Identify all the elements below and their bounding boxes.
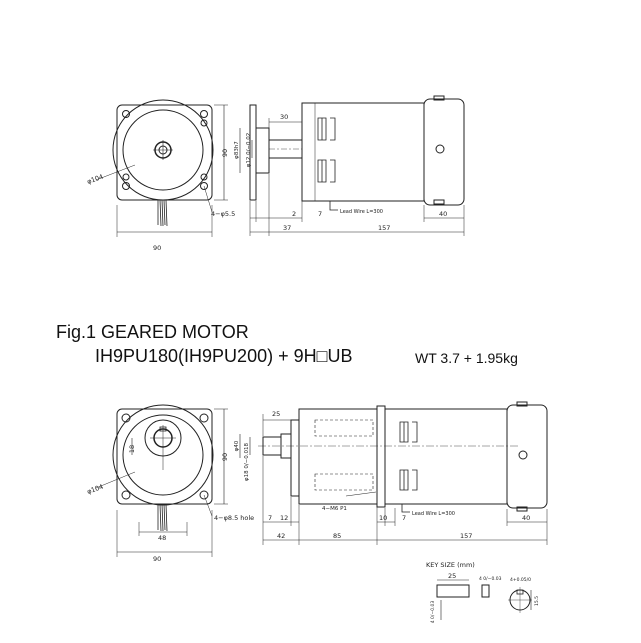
key-size-detail <box>436 579 532 620</box>
bottom-lead-wires <box>157 503 168 532</box>
top-front-height: 90 <box>221 149 229 157</box>
top-dim-157: 157 <box>378 224 390 232</box>
top-shaft-length: 30 <box>280 113 288 121</box>
key-depth: 15.5 <box>534 596 540 606</box>
bottom-hole-bl <box>121 490 131 500</box>
top-front-width: 90 <box>153 244 161 252</box>
key-size-title: KEY SIZE (mm) <box>426 561 475 569</box>
top-lead-wire: Lead Wire L=300 <box>340 209 383 215</box>
key-groove: 4+0.05/0 <box>510 577 531 583</box>
bottom-front-view <box>95 404 228 557</box>
top-hole-br <box>200 182 208 190</box>
bottom-shaft-dia: φ40 <box>234 440 240 451</box>
key-width: 4 0/−0.03 <box>479 576 502 582</box>
bottom-tap-holes: 4−M6 P1 <box>322 506 347 512</box>
key-end-view <box>481 584 490 598</box>
bottom-front-holes: 4−φ8.5 hole <box>214 514 254 522</box>
top-pilot-dia: φ83h7 <box>234 141 240 159</box>
top-dim-40: 40 <box>439 210 447 218</box>
bottom-lead-wire: Lead Wire L=300 <box>412 511 455 517</box>
top-hole-tl <box>122 110 130 118</box>
bottom-body-circle <box>122 414 204 496</box>
key-length: 25 <box>448 572 456 580</box>
weight-label: WT 3.7 + 1.95kg <box>415 350 518 366</box>
bottom-dim-10: 10 <box>379 514 387 522</box>
top-lead-wires <box>157 199 168 227</box>
bottom-front-width: 90 <box>153 555 161 563</box>
top-dim-37: 37 <box>283 224 291 232</box>
top-dim-2: 2 <box>292 210 296 218</box>
bottom-dim-42: 42 <box>277 532 285 540</box>
bottom-dim-12: 12 <box>280 514 288 522</box>
top-front-view <box>95 99 228 237</box>
bottom-hole-tl <box>121 413 131 423</box>
top-side-view <box>239 95 465 236</box>
top-dim-7: 7 <box>318 210 322 218</box>
top-flange-circle <box>112 99 214 201</box>
bottom-front-dim-18: 18 <box>128 445 136 453</box>
bottom-shaft-length: 25 <box>272 410 280 418</box>
bottom-flange-square <box>116 408 213 505</box>
model-designation: IH9PU180(IH9PU200) + 9H□UB <box>95 346 353 366</box>
bottom-dim-40: 40 <box>522 514 530 522</box>
bottom-front-height: 90 <box>221 453 229 461</box>
bottom-hole-br <box>199 490 209 500</box>
top-front-holes: 4−φ5.5 <box>211 210 235 218</box>
bottom-dim-157: 157 <box>460 532 472 540</box>
key-side-view <box>436 584 470 598</box>
top-end-screw <box>435 144 445 154</box>
top-pilot <box>255 127 270 174</box>
bottom-dim-85: 85 <box>333 532 341 540</box>
top-end-cap <box>423 98 465 206</box>
top-front-pcd: φ104 <box>86 173 104 186</box>
bottom-end-screw <box>518 450 528 460</box>
top-hole-tr <box>200 110 208 118</box>
bottom-hole-tr <box>199 413 209 423</box>
bottom-flange-circle <box>112 404 214 506</box>
top-body-circle <box>122 109 204 191</box>
bottom-dim-7: 7 <box>268 514 272 522</box>
key-height: 4 0/−0.03 <box>430 601 436 624</box>
figure-title: Fig.1 GEARED MOTOR <box>56 322 249 342</box>
bottom-dim-7b: 7 <box>402 514 406 522</box>
bottom-gear-flange-rear <box>376 405 386 508</box>
bottom-front-dim-48: 48 <box>158 534 166 542</box>
top-hole-bl <box>122 182 130 190</box>
top-shaft-dia: φ12 0/−0.02 <box>246 133 252 168</box>
bottom-pilot-dia: φ18 0/−0.018 <box>244 442 250 481</box>
bottom-front-pcd: φ104 <box>86 483 104 496</box>
bottom-side-view <box>239 401 548 545</box>
bottom-gear-flange-front <box>290 419 300 497</box>
